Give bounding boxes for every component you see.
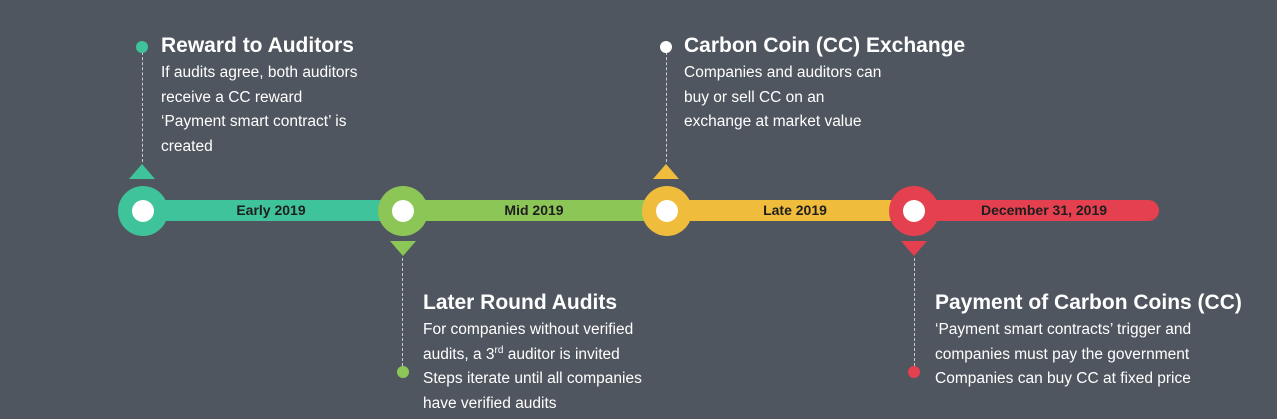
segment-late-2019 bbox=[666, 200, 914, 221]
connector-line bbox=[666, 52, 667, 162]
segment-label-early: Early 2019 bbox=[236, 202, 306, 218]
event-body-reward: If audits agree, both auditors receive a… bbox=[161, 61, 357, 159]
event-line: buy or sell CC on an bbox=[684, 88, 825, 106]
milestone-node-2 bbox=[378, 186, 428, 236]
segment-label-mid: Mid 2019 bbox=[504, 202, 564, 218]
connector-line bbox=[402, 258, 403, 366]
triangle-down-icon bbox=[390, 241, 416, 256]
event-line: audits, a 3rd auditor is invited bbox=[423, 344, 620, 363]
event-line: exchange at market value bbox=[684, 113, 862, 130]
event-line: ‘Payment smart contracts’ trigger and bbox=[935, 321, 1192, 338]
segment-label-late: Late 2019 bbox=[763, 202, 827, 218]
bullet-dot bbox=[908, 366, 920, 378]
event-line: ‘Payment smart contract’ is bbox=[161, 113, 347, 130]
event-body-exchange: Companies and auditors can buy or sell C… bbox=[684, 61, 881, 135]
connector-line bbox=[914, 258, 915, 366]
segment-mid-2019 bbox=[402, 200, 666, 221]
event-line: If audits agree, both auditors bbox=[161, 64, 358, 81]
bullet-dot bbox=[660, 41, 672, 53]
event-line: receive a CC reward bbox=[161, 88, 303, 106]
event-body-later-round: For companies without verified audits, a… bbox=[423, 318, 642, 416]
event-line: companies must pay the government bbox=[935, 345, 1190, 363]
bullet-dot bbox=[136, 41, 148, 53]
event-line: For companies without verified bbox=[423, 321, 634, 338]
event-title-reward: Reward to Auditors bbox=[161, 34, 354, 57]
event-title-later-round: Later Round Audits bbox=[423, 291, 618, 314]
event-line: Companies can buy CC at fixed price bbox=[935, 370, 1191, 387]
event-line: created bbox=[161, 137, 213, 155]
event-line: have verified audits bbox=[423, 394, 557, 412]
event-title-payment: Payment of Carbon Coins (CC) bbox=[935, 291, 1242, 314]
event-body-payment: ‘Payment smart contracts’ trigger and co… bbox=[935, 318, 1191, 392]
segment-december-2019 bbox=[914, 200, 1148, 221]
segment-early-2019 bbox=[142, 200, 402, 221]
event-line: Steps iterate until all companies bbox=[423, 370, 642, 387]
triangle-up-icon bbox=[653, 164, 679, 179]
milestone-node-3 bbox=[642, 186, 692, 236]
event-line: Companies and auditors can bbox=[684, 64, 882, 81]
timeline-end-cap bbox=[1138, 200, 1159, 221]
segment-label-december: December 31, 2019 bbox=[980, 202, 1108, 218]
triangle-up-icon bbox=[129, 164, 155, 179]
milestone-node-1 bbox=[118, 186, 168, 236]
event-title-exchange: Carbon Coin (CC) Exchange bbox=[684, 34, 966, 57]
bullet-dot bbox=[397, 366, 409, 378]
connector-line bbox=[142, 52, 143, 162]
milestone-node-4 bbox=[889, 186, 939, 236]
triangle-down-icon bbox=[901, 241, 927, 256]
